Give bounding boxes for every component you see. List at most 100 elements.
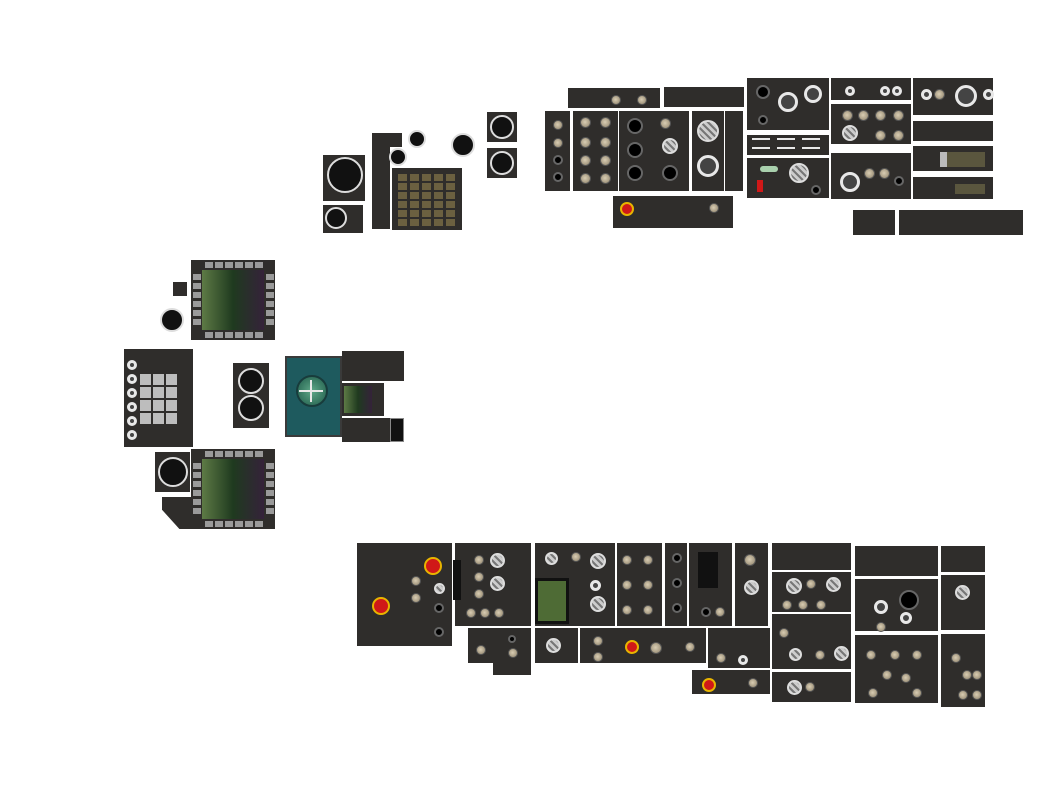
keypad-button[interactable] [140,400,151,411]
control-knob-95[interactable] [899,590,919,610]
control-knob-58[interactable] [474,572,484,582]
grid-cell[interactable] [422,174,431,181]
control-knob-103[interactable] [901,673,911,683]
osb-button[interactable] [266,283,274,289]
control-knob-55[interactable] [434,627,444,637]
osb-button[interactable] [266,508,274,514]
control-knob-78[interactable] [701,607,711,617]
grid-cell[interactable] [434,183,443,190]
osb-button[interactable] [193,283,201,289]
control-knob-118[interactable] [738,655,748,665]
control-knob-53[interactable] [434,583,445,594]
control-knob-56[interactable] [474,555,484,565]
control-knob-22[interactable] [697,155,719,177]
grid-cell[interactable] [410,174,419,181]
control-knob-74[interactable] [643,605,653,615]
osb-button[interactable] [225,262,233,268]
control-knob-1[interactable] [611,95,621,105]
control-knob-117[interactable] [716,653,726,663]
control-knob-119[interactable] [748,678,758,688]
control-knob-99[interactable] [890,650,900,660]
grid-cell[interactable] [434,201,443,208]
control-knob-27[interactable] [804,85,822,103]
control-knob-6[interactable] [553,172,563,182]
control-knob-33[interactable] [892,86,902,96]
control-knob-86[interactable] [798,600,808,610]
control-knob-121[interactable] [476,645,486,655]
control-knob-83[interactable] [806,579,816,589]
control-knob-92[interactable] [787,680,802,695]
osb-button[interactable] [193,499,201,505]
osb-button[interactable] [193,508,201,514]
control-knob-10[interactable] [600,137,611,148]
grid-cell[interactable] [398,219,407,226]
osb-button[interactable] [255,451,263,457]
control-knob-123[interactable] [508,635,516,643]
control-knob-106[interactable] [951,653,961,663]
grid-cell[interactable] [398,210,407,217]
osb-button[interactable] [235,262,243,268]
control-knob-71[interactable] [622,580,632,590]
keypad-button[interactable] [166,400,177,411]
keypad-side-button[interactable] [127,416,137,426]
control-knob-120[interactable] [702,678,716,692]
control-knob-51[interactable] [411,576,421,586]
grid-cell[interactable] [398,201,407,208]
control-knob-107[interactable] [962,670,972,680]
control-knob-76[interactable] [672,578,682,588]
grid-cell[interactable] [422,210,431,217]
control-knob-77[interactable] [672,603,682,613]
control-knob-67[interactable] [590,580,601,591]
grid-cell[interactable] [410,183,419,190]
osb-button[interactable] [225,451,233,457]
control-knob-91[interactable] [834,646,849,661]
control-knob-73[interactable] [622,605,632,615]
control-knob-59[interactable] [490,576,505,591]
control-knob-65[interactable] [571,552,581,562]
osb-button[interactable] [205,451,213,457]
control-knob-94[interactable] [874,600,888,614]
control-knob-61[interactable] [466,608,476,618]
control-knob-69[interactable] [622,555,632,565]
osb-button[interactable] [266,481,274,487]
control-knob-49[interactable] [372,597,390,615]
control-knob-114[interactable] [625,640,639,654]
grid-cell[interactable] [422,219,431,226]
control-knob-30[interactable] [811,185,821,195]
osb-button[interactable] [245,451,253,457]
control-knob-111[interactable] [546,638,561,653]
osb-button[interactable] [193,310,201,316]
control-knob-28[interactable] [758,115,768,125]
control-knob-3[interactable] [553,120,563,130]
control-knob-41[interactable] [840,172,860,192]
osb-button[interactable] [235,332,243,338]
control-knob-98[interactable] [866,650,876,660]
osb-button[interactable] [266,499,274,505]
control-knob-75[interactable] [672,553,682,563]
control-knob-46[interactable] [934,89,945,100]
osb-button[interactable] [245,262,253,268]
osb-button[interactable] [193,472,201,478]
osb-button[interactable] [193,274,201,280]
control-knob-18[interactable] [660,118,671,129]
osb-button[interactable] [193,301,201,307]
control-knob-21[interactable] [697,120,719,142]
grid-cell[interactable] [434,192,443,199]
keypad-button[interactable] [153,387,164,398]
grid-cell[interactable] [434,219,443,226]
control-knob-34[interactable] [842,110,853,121]
control-knob-42[interactable] [864,168,875,179]
osb-button[interactable] [193,292,201,298]
osb-button[interactable] [266,310,274,316]
osb-button[interactable] [215,332,223,338]
osb-button[interactable] [266,301,274,307]
keypad-button[interactable] [153,400,164,411]
control-knob-101[interactable] [868,688,878,698]
control-knob-40[interactable] [893,130,904,141]
grid-cell[interactable] [446,219,455,226]
grid-cell[interactable] [398,192,407,199]
control-knob-38[interactable] [842,125,858,141]
keypad-button[interactable] [140,387,151,398]
control-knob-68[interactable] [590,596,606,612]
control-knob-85[interactable] [782,600,792,610]
